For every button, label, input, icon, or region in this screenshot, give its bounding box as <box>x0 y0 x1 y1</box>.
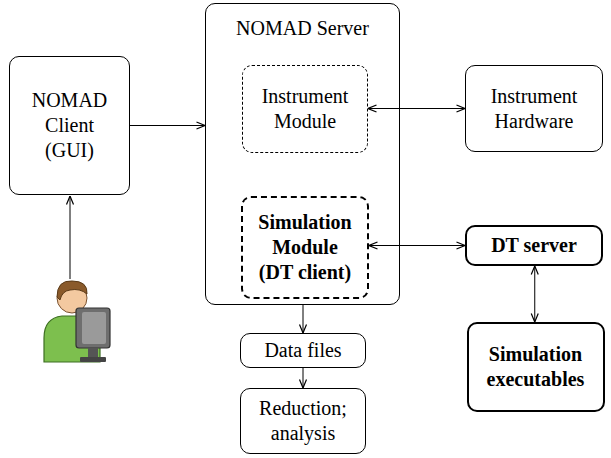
user-hair <box>57 281 87 300</box>
monitor-panel <box>82 312 106 344</box>
executable-box: Simulation executables <box>467 322 605 412</box>
node-label: Reduction; analysis <box>247 396 359 446</box>
node-label: NOMAD Server <box>213 16 393 41</box>
connector-arrow <box>130 125 205 126</box>
hardware-box: Instrument Hardware <box>465 65 603 152</box>
node-label: Data files <box>264 338 341 363</box>
node-label: DT server <box>491 233 577 258</box>
node-label: NOMAD Client (GUI) <box>25 88 115 163</box>
user-icon <box>44 281 110 362</box>
server-box: DT server <box>465 225 603 266</box>
node-label: Simulation Module (DT client) <box>255 210 355 285</box>
client-box: NOMAD Client (GUI) <box>9 56 130 195</box>
user-arrow <box>70 196 71 279</box>
node-label: Simulation executables <box>474 342 598 392</box>
file-box: Data files <box>240 333 366 368</box>
connector-arrow <box>368 108 465 109</box>
module-box: Simulation Module (DT client) <box>241 196 369 299</box>
monitor-stand <box>88 348 98 358</box>
connector-group <box>130 109 535 389</box>
connector-arrow <box>534 266 535 322</box>
module-box: Instrument Module <box>242 65 368 153</box>
node-label: Instrument Hardware <box>472 84 596 134</box>
process-box: Reduction; analysis <box>240 388 366 454</box>
connector-arrow <box>369 245 465 246</box>
monitor-foot <box>80 357 106 362</box>
monitor-back <box>76 308 110 348</box>
connector-arrow <box>303 305 304 333</box>
connector-arrow <box>303 368 304 388</box>
node-label: Instrument Module <box>249 84 361 134</box>
server-box: NOMAD ServerInstrument ModuleSimulation … <box>205 3 400 305</box>
